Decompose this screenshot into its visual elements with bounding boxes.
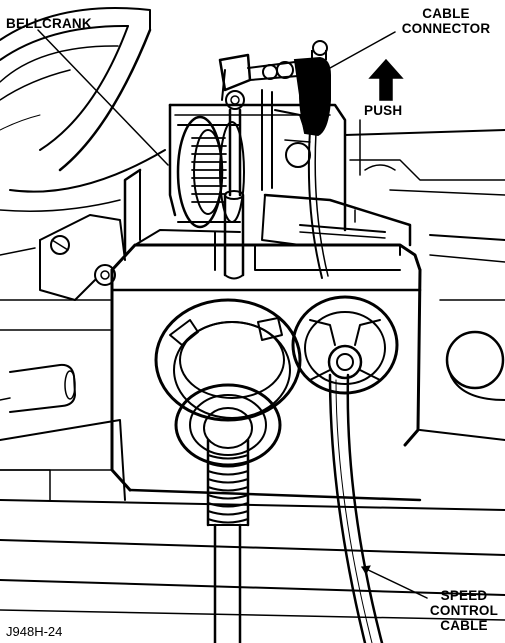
speed-control-leader xyxy=(361,566,428,599)
left-grommet xyxy=(154,298,302,467)
cable-connector-leader xyxy=(329,31,396,69)
speed-control-leader-tip xyxy=(361,565,371,576)
speed-control-cable xyxy=(328,373,384,643)
push-label: PUSH xyxy=(364,103,403,118)
connector-wire xyxy=(307,129,329,279)
control-rod xyxy=(223,190,245,280)
push-arrow xyxy=(368,58,404,101)
right-engine-parts xyxy=(344,119,505,441)
throttle-bracket xyxy=(0,168,505,621)
bellcrank-leader xyxy=(37,29,169,166)
bellcrank-label: BELLCRANK xyxy=(6,16,92,31)
air-cleaner-housing xyxy=(0,7,166,212)
linkage-plate xyxy=(168,103,412,247)
cable-connector xyxy=(293,40,331,137)
lower-left-block xyxy=(0,419,126,501)
threaded-sleeve xyxy=(206,438,250,643)
bellcrank-spool xyxy=(176,115,245,229)
right-grommet xyxy=(291,295,399,395)
figure-id: J948H-24 xyxy=(6,624,63,639)
left-casting xyxy=(0,214,126,331)
speed-control-line1: SPEED xyxy=(440,588,488,603)
connector-linkage xyxy=(218,53,311,197)
cable-connector-line1: CABLE xyxy=(422,6,470,21)
speed-control-line2: CONTROL xyxy=(429,603,499,618)
cable-connector-label: CABLE CONNECTOR xyxy=(390,6,502,36)
speed-control-line3: CABLE xyxy=(440,618,488,633)
cable-connector-line2: CONNECTOR xyxy=(401,21,491,36)
left-tube xyxy=(0,363,76,413)
speed-control-cable-label: SPEED CONTROL CABLE xyxy=(424,588,504,633)
